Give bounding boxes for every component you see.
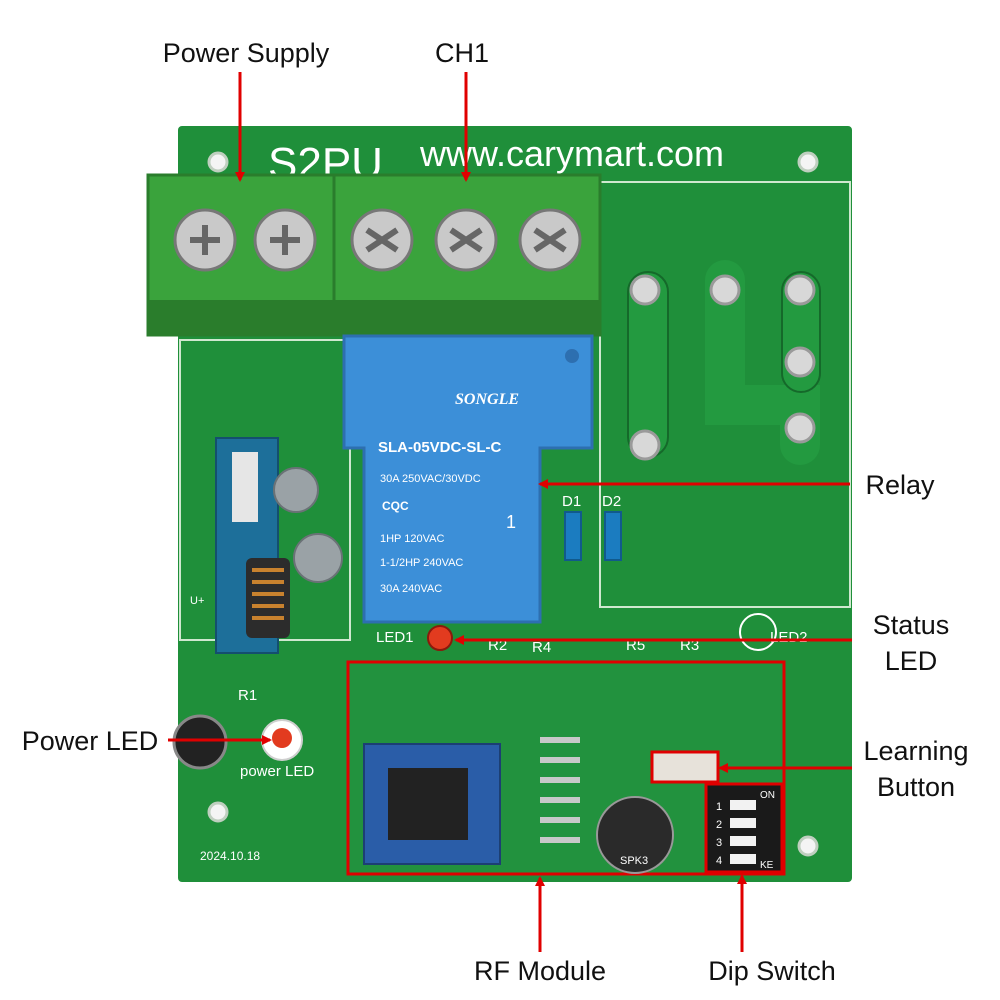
relay-rating-4: 30A 240VAC	[380, 583, 442, 595]
buzzer	[596, 796, 674, 874]
solder-pad	[629, 274, 816, 461]
relay-ul-mark: 1	[506, 512, 516, 532]
mounting-hole	[797, 151, 819, 173]
silk-r1: R1	[238, 687, 257, 704]
label-rf-module: RF Module	[474, 956, 606, 986]
silk-r4: R4	[532, 639, 551, 656]
power-converter	[215, 437, 343, 654]
learning-button[interactable]	[650, 750, 720, 784]
relay-rating-1: 30A 250VAC/30VDC	[380, 473, 481, 485]
relay	[342, 334, 594, 624]
silk-led1: LED1	[376, 629, 414, 646]
terminal-screw	[518, 208, 582, 272]
label-relay: Relay	[865, 470, 935, 500]
diode-d1	[564, 511, 582, 561]
mounting-hole	[207, 151, 229, 173]
date-code: 2024.10.18	[200, 849, 260, 863]
label-status-led-line1: Status	[873, 610, 950, 640]
label-power-led: Power LED	[22, 726, 159, 756]
dip-number-4: 4	[716, 855, 722, 867]
mounting-hole	[797, 835, 819, 857]
power-led-lens	[272, 728, 292, 748]
relay-rating-3: 1-1/2HP 240VAC	[380, 557, 463, 569]
terminal-screw	[253, 208, 317, 272]
silk-d1: D1	[562, 493, 581, 510]
silk-led2: LED2	[770, 629, 808, 646]
label-learning-button-line1: Learning	[863, 736, 968, 766]
silk-d2: D2	[602, 493, 621, 510]
dip-label-on: ON	[760, 790, 775, 801]
silk-uplus: U+	[190, 595, 204, 607]
board-website: www.carymart.com	[419, 133, 724, 174]
relay-brand: SONGLE	[455, 391, 519, 408]
dip-number-3: 3	[716, 837, 722, 849]
relay-cert: CQC	[382, 499, 409, 513]
diode-d2	[604, 511, 622, 561]
capacitor	[172, 714, 228, 770]
label-status-led-line2: LED	[885, 646, 938, 676]
label-power-supply: Power Supply	[163, 38, 330, 68]
dip-number-2: 2	[716, 819, 722, 831]
silk-spk: SPK3	[620, 855, 648, 867]
silk-outline-right	[599, 181, 851, 608]
silk-power-led: power LED	[240, 763, 314, 780]
label-learning-button-line2: Button	[877, 772, 955, 802]
terminal-screw	[350, 208, 414, 272]
relay-part: SLA-05VDC-SL-C	[378, 439, 502, 456]
mounting-hole	[207, 801, 229, 823]
label-ch1: CH1	[435, 38, 489, 68]
dip-switch[interactable]	[704, 782, 784, 874]
status-led	[427, 625, 453, 651]
terminal-screw	[434, 208, 498, 272]
label-dip-switch: Dip Switch	[708, 956, 836, 986]
dip-label-ke: KE	[760, 860, 774, 871]
dip-number-1: 1	[716, 801, 722, 813]
relay-rating-2: 1HP 120VAC	[380, 533, 444, 545]
terminal-screw	[173, 208, 237, 272]
led2-footprint	[739, 613, 777, 651]
